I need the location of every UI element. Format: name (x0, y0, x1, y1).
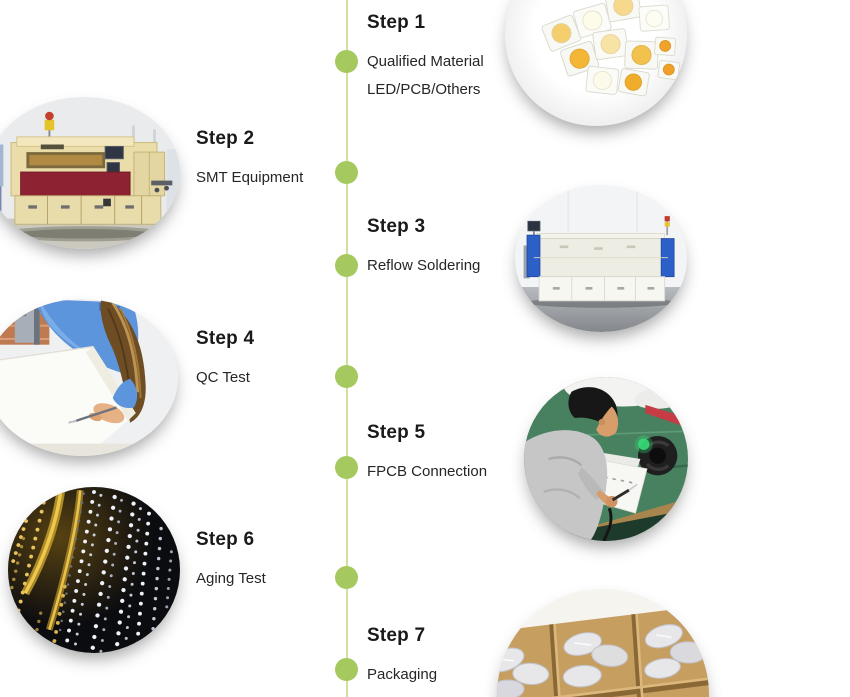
timeline-dot-step-6 (335, 566, 358, 589)
timeline-dot-step-4 (335, 365, 358, 388)
step-3-title: Step 3 (367, 216, 426, 237)
smt-machine-illustration (0, 97, 180, 249)
step-7-subtitle: Packaging (367, 666, 438, 683)
step-5-photo (524, 377, 688, 541)
led-chips-illustration (505, 0, 687, 126)
timeline-dot-step-7 (335, 658, 358, 681)
step-7-title: Step 7 (367, 625, 426, 646)
timeline-dot-step-3 (335, 254, 358, 277)
step-1-subtitle-line-1: Qualified Material (367, 53, 484, 70)
step-1-photo (505, 0, 687, 126)
step-2-label: Step 2 SMT Equipment (196, 126, 416, 192)
step-6-label: Step 6 Aging Test (196, 527, 416, 593)
qc-test-illustration (0, 299, 178, 456)
step-2-photo (0, 97, 180, 249)
step-5-label: Step 5 FPCB Connection (367, 420, 587, 486)
timeline-dot-step-1 (335, 50, 358, 73)
step-1-label: Step 1 Qualified Material LED/PCB/Others (367, 10, 587, 104)
step-4-subtitle: QC Test (196, 369, 250, 386)
step-3-label: Step 3 Reflow Soldering (367, 214, 587, 280)
step-7-label: Step 7 Packaging (367, 623, 587, 689)
step-6-subtitle: Aging Test (196, 570, 266, 587)
packaging-illustration (497, 589, 709, 697)
step-1-subtitle-line-2: LED/PCB/Others (367, 81, 481, 98)
step-6-photo (8, 487, 180, 653)
timeline-dot-step-2 (335, 161, 358, 184)
reflow-oven-illustration (515, 185, 687, 332)
step-2-subtitle: SMT Equipment (196, 169, 304, 186)
step-5-title: Step 5 (367, 422, 426, 443)
step-4-title: Step 4 (196, 328, 255, 349)
step-1-title: Step 1 (367, 12, 426, 33)
aging-test-illustration (8, 487, 180, 653)
step-5-subtitle: FPCB Connection (367, 463, 488, 480)
step-4-label: Step 4 QC Test (196, 326, 416, 392)
step-7-photo (497, 589, 709, 697)
step-4-photo (0, 299, 178, 456)
step-6-title: Step 6 (196, 529, 255, 550)
step-3-subtitle: Reflow Soldering (367, 257, 481, 274)
timeline-line (346, 0, 348, 697)
step-3-photo (515, 185, 687, 332)
timeline-dot-step-5 (335, 456, 358, 479)
step-2-title: Step 2 (196, 128, 255, 149)
fpcb-connection-illustration (524, 377, 688, 541)
